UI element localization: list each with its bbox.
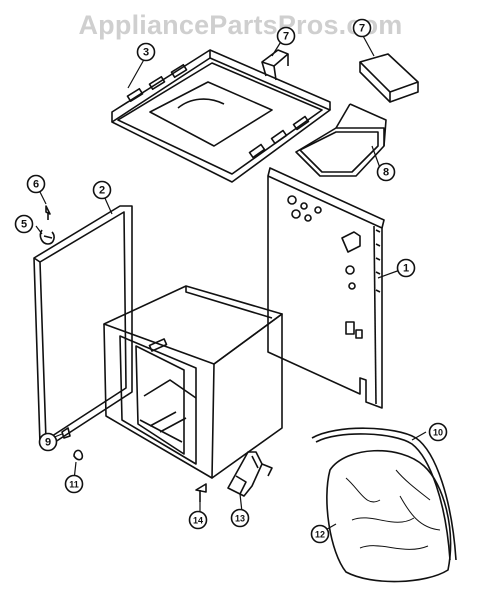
callout-12: 12 <box>310 524 330 544</box>
callout-2: 2 <box>92 180 112 200</box>
clip-part-5 <box>39 229 55 245</box>
watermark: AppliancePartsPros.com <box>78 10 403 40</box>
callout-label: 14 <box>193 516 203 526</box>
callout-13: 13 <box>230 508 250 528</box>
vent-duct-part <box>295 103 387 177</box>
callout-label: 6 <box>33 179 39 191</box>
callout-label: 7 <box>283 31 289 43</box>
callout-circle <box>396 258 416 278</box>
callout-label: 8 <box>383 167 389 179</box>
callout-14: 14 <box>188 510 208 530</box>
callout-10: 10 <box>428 422 448 442</box>
hinge-part-13 <box>227 451 273 497</box>
screw-part-9 <box>61 427 71 439</box>
vent-cap-part <box>359 53 419 103</box>
callout-label: 10 <box>433 428 443 438</box>
callout-circle <box>14 214 34 234</box>
callout-label: 13 <box>235 514 245 524</box>
callout-circle <box>64 474 84 494</box>
callout-label: 5 <box>21 219 27 231</box>
callout-label: 1 <box>403 263 409 275</box>
door-frame-part <box>33 205 133 445</box>
screw-part-6 <box>45 205 51 220</box>
callout-11: 11 <box>64 474 84 494</box>
callout-circle <box>310 524 330 544</box>
callout-circle <box>26 174 46 194</box>
callout-label: 2 <box>99 185 105 197</box>
callout-circle <box>188 510 208 530</box>
callout-label: 12 <box>315 530 325 540</box>
insulation-part-12 <box>326 449 452 583</box>
callout-label: 7 <box>359 23 365 35</box>
callout-circle <box>276 26 296 46</box>
callout-9: 9 <box>38 432 58 452</box>
top-panel-part <box>111 49 331 183</box>
oven-cavity-part <box>103 285 283 479</box>
clip-part-11 <box>73 449 84 461</box>
callout-circle <box>352 18 372 38</box>
gasket-part-10 <box>311 427 457 561</box>
callout-6: 6 <box>26 174 46 194</box>
callout-5: 5 <box>14 214 34 234</box>
callout-1: 1 <box>396 258 416 278</box>
side-panel-part <box>267 167 385 409</box>
callout-label: 9 <box>45 437 51 449</box>
callout-circle <box>38 432 58 452</box>
leader-lines <box>35 33 427 533</box>
callout-circle <box>136 42 156 62</box>
callout-circle <box>230 508 250 528</box>
callout-label: 3 <box>143 47 149 59</box>
callout-7-bracket: 7 <box>276 26 296 46</box>
callout-circle <box>376 162 396 182</box>
screw-part-14 <box>195 483 207 502</box>
callout-circle <box>428 422 448 442</box>
callout-3: 3 <box>136 42 156 62</box>
callout-8: 8 <box>376 162 396 182</box>
bracket-part <box>261 49 289 81</box>
callout-7-cap: 7 <box>352 18 372 38</box>
callout-label: 11 <box>69 480 79 490</box>
callout-circle <box>92 180 112 200</box>
